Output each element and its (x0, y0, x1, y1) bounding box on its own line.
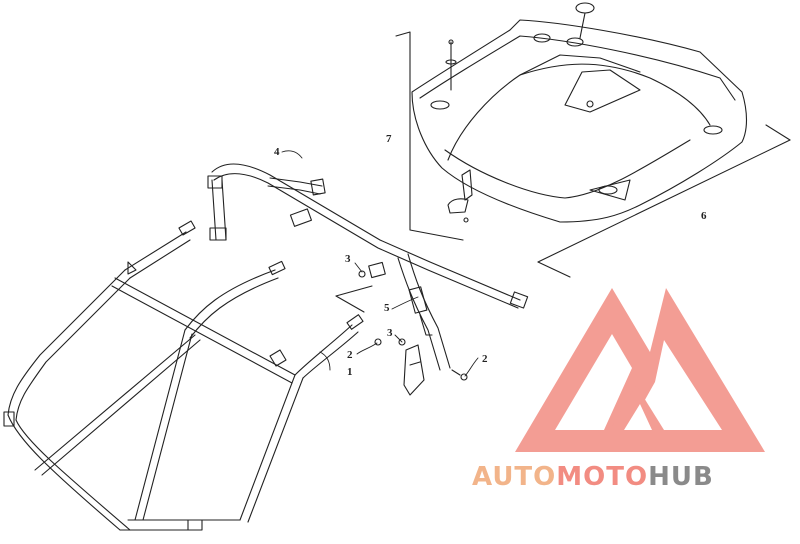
watermark-text: AUTOMOTOHUB (472, 462, 714, 492)
watermark-moto: MOTO (556, 462, 649, 492)
callout-4: 4 (274, 146, 280, 158)
watermark-logo (515, 288, 765, 452)
roof-panel (411, 2, 748, 223)
callout-1: 1 (347, 366, 353, 378)
callout-2-left: 2 (347, 349, 353, 361)
watermark-hub: HUB (648, 462, 714, 492)
callout-6: 6 (701, 210, 707, 222)
callout-3-top: 3 (345, 253, 351, 265)
callout-2-right: 2 (482, 353, 488, 365)
callout-7-bracket (395, 31, 464, 241)
callout-3-bracket (335, 285, 373, 313)
callout-6-leader (537, 124, 791, 278)
roll-cage-frame (3, 220, 364, 531)
roof-latch (447, 169, 473, 223)
callout-labels: 1 2 2 3 3 4 5 6 7 (274, 133, 707, 378)
rear-cage-bar (207, 163, 529, 396)
roof-bolt-washer (445, 39, 457, 91)
callout-5: 5 (384, 302, 390, 314)
callout-3-lower: 3 (387, 327, 393, 339)
callout-7: 7 (386, 133, 392, 145)
leader-lines (281, 150, 479, 377)
watermark-auto: AUTO (472, 462, 557, 492)
fasteners (358, 270, 468, 381)
